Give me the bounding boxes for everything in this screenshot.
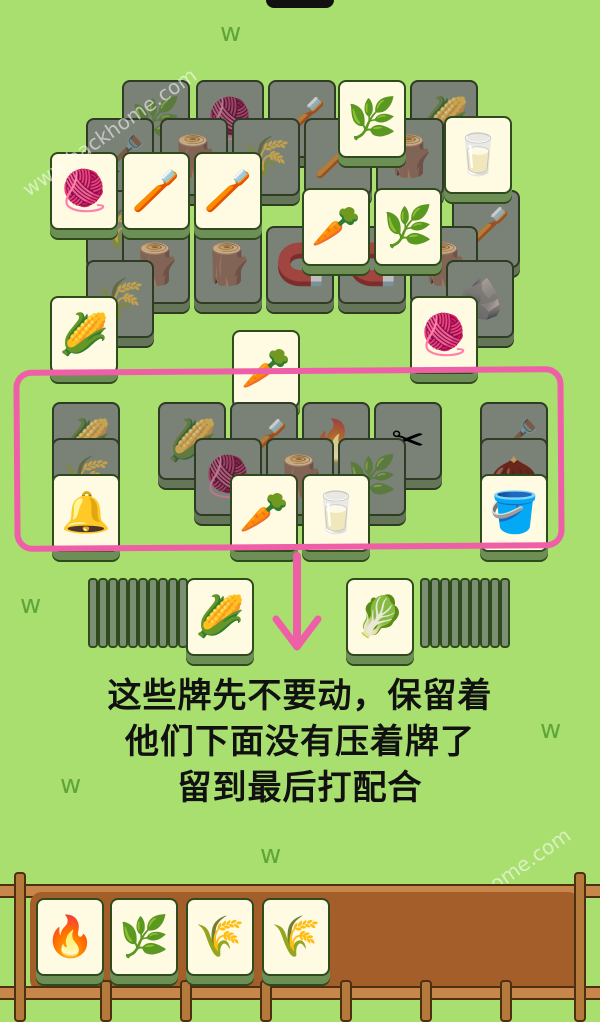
tile-corn[interactable]: 🌽	[50, 296, 118, 374]
tile-stump: 🪵	[194, 226, 262, 304]
tray-tile-wheat: 🌾	[186, 898, 254, 976]
caption-line-2: 他们下面没有压着牌了	[125, 722, 475, 762]
tray-tile-wheat: 🌾	[262, 898, 330, 976]
tile-stump: 🪵	[376, 118, 444, 196]
highlight-frame	[13, 366, 565, 552]
grass-decoration: ᴡ	[540, 715, 562, 745]
tile-grass[interactable]: 🌿	[338, 80, 406, 158]
tile-milk[interactable]: 🥛	[302, 474, 370, 552]
caption-line-1: 这些牌先不要动，保留着	[107, 676, 493, 716]
tile-bell[interactable]: 🔔	[52, 474, 120, 552]
fence-post	[500, 980, 512, 1022]
tile-cabbage[interactable]: 🥬	[346, 578, 414, 656]
tile-carrot[interactable]: 🥕	[230, 474, 298, 552]
tray-tile-fire: 🔥	[36, 898, 104, 976]
tile-corn[interactable]: 🌽	[186, 578, 254, 656]
caption-line-3: 留到最后打配合	[177, 768, 423, 808]
fence-post	[260, 980, 272, 1022]
fence-post	[100, 980, 112, 1022]
tile-wool[interactable]: 🧶	[410, 296, 478, 374]
tile-bucket[interactable]: 🪣	[480, 474, 548, 552]
grass-decoration: ᴡ	[220, 18, 242, 48]
fence-post	[14, 872, 26, 1022]
tile-milk[interactable]: 🥛	[444, 116, 512, 194]
grass-decoration: ᴡ	[60, 770, 82, 800]
fence-post	[180, 980, 192, 1022]
phone-notch	[266, 0, 334, 8]
tile-grass[interactable]: 🌿	[374, 188, 442, 266]
fence-bottom-rail	[0, 986, 600, 1000]
fence-post	[340, 980, 352, 1022]
tile-wool[interactable]: 🧶	[50, 152, 118, 230]
arrow-down-icon	[272, 615, 322, 651]
tray-tile-grass: 🌿	[110, 898, 178, 976]
arrow-shaft	[293, 552, 301, 642]
fence-post	[420, 980, 432, 1022]
grass-decoration: ᴡ	[20, 590, 42, 620]
tile-carrot[interactable]: 🥕	[302, 188, 370, 266]
tile-brush[interactable]: 🪥	[122, 152, 190, 230]
grass-decoration: ᴡ	[260, 840, 282, 870]
fence-post	[574, 872, 586, 1022]
tile-brush[interactable]: 🪥	[194, 152, 262, 230]
tile-carrot[interactable]: 🥕	[232, 330, 300, 408]
